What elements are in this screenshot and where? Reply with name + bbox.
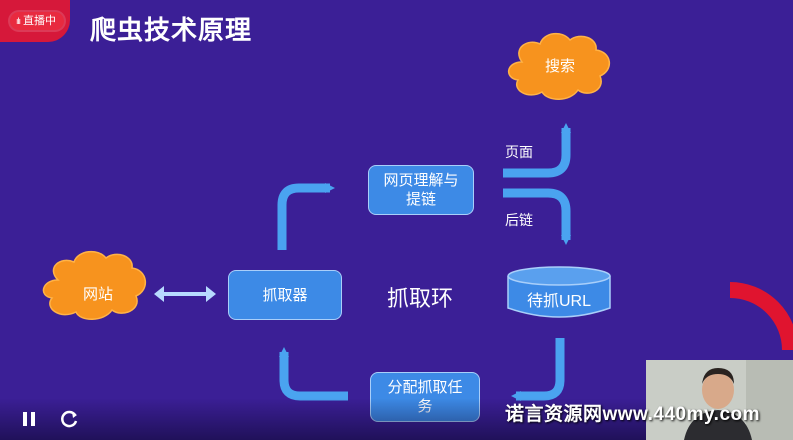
parse-extract-box: 网页理解与提链 <box>368 165 474 215</box>
live-badge-label: 直播中 <box>23 15 57 27</box>
pause-icon[interactable] <box>18 408 40 430</box>
slide-title: 爬虫技术原理 <box>90 15 253 45</box>
crawler-label: 抓取器 <box>262 286 308 304</box>
parse-extract-label: 网页理解与提链 <box>383 172 459 208</box>
edge-label-links: 后链 <box>505 212 533 228</box>
search-label: 搜索 <box>544 57 575 75</box>
dispatch-to-crawler-arrow <box>279 347 348 401</box>
crawl-loop-label: 抓取环 <box>387 286 454 311</box>
edge-label-page: 页面 <box>505 144 533 160</box>
website-label: 网站 <box>82 285 113 303</box>
pending-url-label: 待抓URL <box>526 293 591 310</box>
presenter-webcam <box>646 360 793 440</box>
search-cloud <box>508 32 610 100</box>
crawler-to-parse-arrow <box>277 183 335 250</box>
live-badge[interactable]: ılı 直播中 <box>10 12 65 30</box>
refresh-icon[interactable] <box>58 408 80 430</box>
pending-url-cylinder <box>507 266 611 318</box>
website-crawler-arrow <box>154 286 216 302</box>
website-cloud <box>42 250 146 320</box>
parse-to-search-arrow <box>503 123 571 178</box>
watermark-text: 诺言资源网www.440my.com <box>505 404 761 425</box>
decorative-red-arc <box>729 282 793 351</box>
parse-to-pending-arrow <box>503 188 571 245</box>
crawler-box: 抓取器 <box>228 270 342 320</box>
live-bars-icon: ılı <box>16 16 21 26</box>
pending-to-dispatch-arrow <box>511 338 565 401</box>
